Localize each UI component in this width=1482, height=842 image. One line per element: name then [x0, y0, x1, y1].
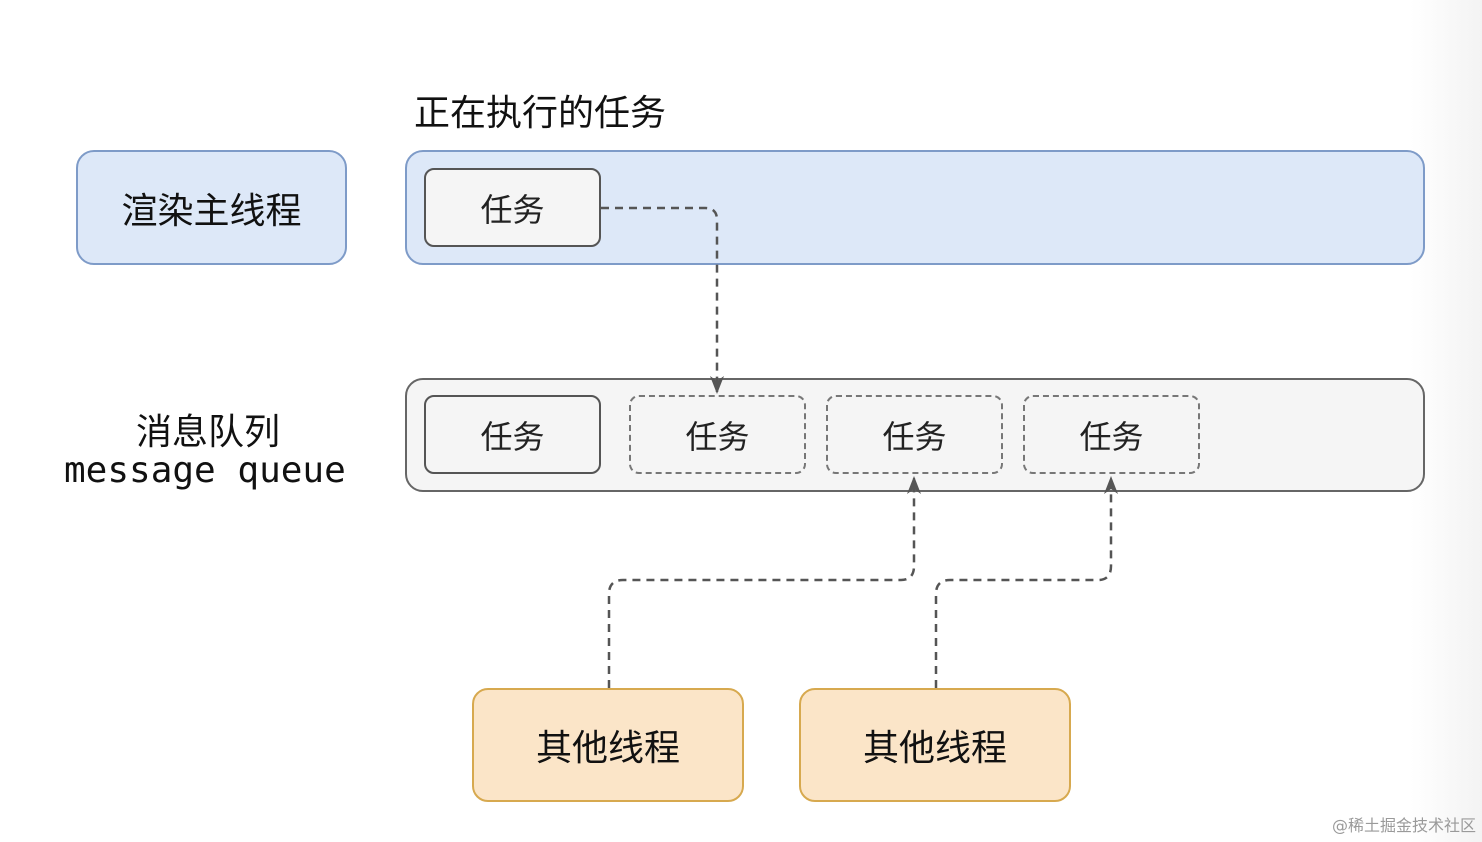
queue-task-pending: 任务	[1023, 395, 1200, 474]
queue-task-pending: 任务	[826, 395, 1003, 474]
dequeue-arrow	[601, 206, 719, 392]
watermark: @稀土掘金技术社区	[1331, 816, 1476, 835]
enqueue-arrow	[607, 478, 916, 688]
executing-task-title: 正在执行的任务	[414, 93, 667, 134]
other-thread-label: 其他线程	[862, 728, 1007, 769]
executing-task-label: 任务	[480, 190, 545, 229]
queue-task-label: 任务	[480, 417, 545, 456]
message-queue-label-en: message queue	[64, 450, 346, 491]
queue-task: 任务	[424, 395, 601, 474]
other-thread-box: 其他线程	[799, 688, 1071, 802]
arrowhead	[907, 476, 921, 494]
queue-task-label: 任务	[1079, 417, 1144, 456]
other-thread-box: 其他线程	[472, 688, 744, 802]
other-thread-label: 其他线程	[535, 728, 680, 769]
arrowhead	[1104, 476, 1118, 494]
arrowhead	[710, 376, 724, 394]
message-queue-label-cn: 消息队列	[136, 412, 281, 453]
enqueue-arrow	[934, 478, 1113, 688]
queue-task-pending: 任务	[629, 395, 806, 474]
executing-task: 任务	[424, 168, 601, 247]
render-main-thread-label: 渲染主线程	[121, 190, 302, 232]
queue-task-label: 任务	[685, 417, 750, 456]
queue-task-label: 任务	[882, 417, 947, 456]
render-main-thread-box: 渲染主线程	[76, 150, 347, 265]
